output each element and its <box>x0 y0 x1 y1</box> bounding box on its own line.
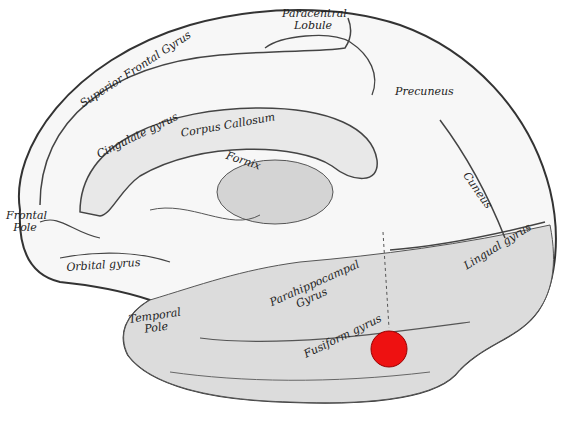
dashed-line <box>383 232 389 328</box>
region-label: Precuneus <box>395 86 454 98</box>
inner-sulcus <box>150 208 260 220</box>
thalamus-shape <box>217 160 333 224</box>
parieto-occipital-sulcus <box>440 120 505 238</box>
region-label: Paracentral Lobule <box>282 8 344 32</box>
temporal-sulcus <box>170 372 430 380</box>
paracentral-sulcus <box>265 35 375 95</box>
marker-dot <box>371 331 407 367</box>
brain-outline <box>19 10 556 403</box>
region-label: Frontal Pole <box>6 210 44 234</box>
frontal-sulcus <box>40 220 100 238</box>
